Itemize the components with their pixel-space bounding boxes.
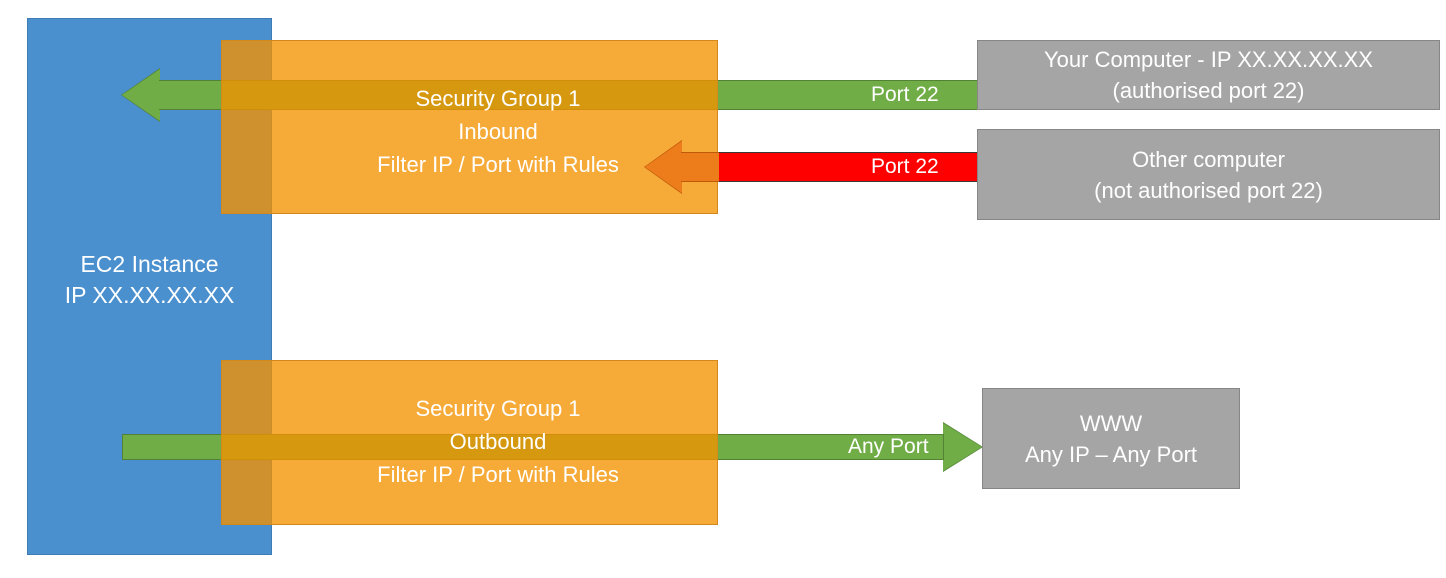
- arrow-shaft: [681, 152, 719, 182]
- ec2-instance-label: EC2 Instance IP XX.XX.XX.XX: [64, 251, 235, 308]
- security-group-outbound-box: [221, 360, 718, 525]
- arrow-head-left-icon: [122, 69, 160, 121]
- blocked-inbound-orange-arrow: [644, 140, 719, 194]
- blocked-inbound-red-bar: [718, 152, 977, 182]
- security-group-inbound-box: [221, 40, 718, 214]
- endpoint-other-computer: Other computer (not authorised port 22): [977, 129, 1440, 220]
- arrow-head-right-icon: [943, 423, 982, 471]
- arrow-head-left-icon: [645, 141, 682, 193]
- endpoint-www: WWW Any IP – Any Port: [982, 388, 1240, 489]
- endpoint-your-computer: Your Computer - IP XX.XX.XX.XX (authoris…: [977, 40, 1440, 110]
